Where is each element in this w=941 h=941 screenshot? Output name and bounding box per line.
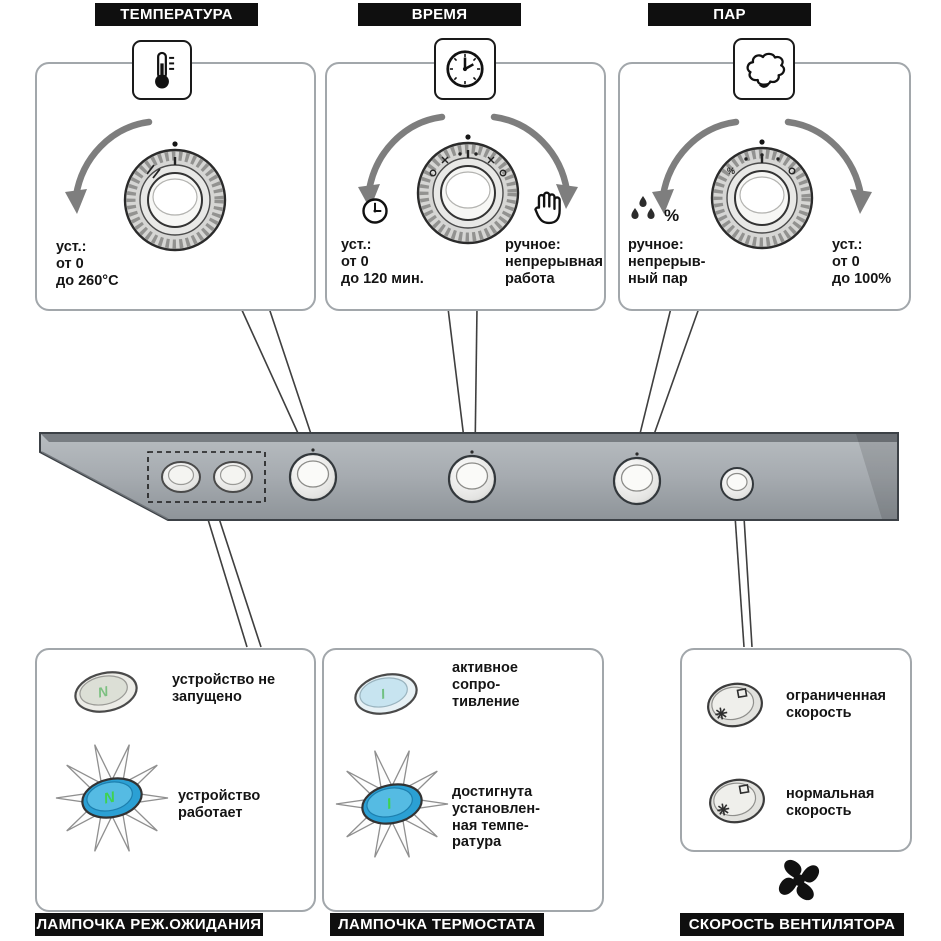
drops-percent-label: % bbox=[664, 206, 679, 225]
dial-index-mark bbox=[465, 134, 471, 140]
limited-speed-button[interactable] bbox=[698, 676, 772, 734]
standby-off-label: устройство не запущено bbox=[172, 672, 276, 705]
steam-manual-note: ручное: непрерыв- ный пар bbox=[628, 237, 706, 287]
time-knob[interactable] bbox=[447, 450, 497, 504]
time-dial-program-marks bbox=[429, 152, 507, 177]
normal-speed-button[interactable] bbox=[700, 772, 774, 830]
limited-speed-label: ограниченная скорость bbox=[786, 688, 887, 721]
thermostat-indicator-light bbox=[213, 461, 253, 493]
fan-speed-button[interactable] bbox=[720, 467, 754, 501]
svg-text:I: I bbox=[385, 795, 393, 813]
indicator-lights-outline bbox=[147, 451, 266, 503]
hand-icon bbox=[534, 191, 561, 225]
rotate-right-arrow bbox=[784, 118, 865, 200]
thermostat-lamp-header: ЛАМПОЧКА ТЕРМОСТАТА bbox=[330, 913, 544, 936]
normal-speed-label: нормальная скорость bbox=[786, 786, 875, 819]
standby-indicator-light bbox=[161, 461, 201, 493]
standby-lamp-off: N bbox=[74, 671, 138, 713]
svg-text:%: % bbox=[727, 166, 735, 176]
thermostat-reached-label: достигнута установлен- ная темпе- ратура bbox=[452, 784, 540, 851]
thermometer-iconbox bbox=[132, 40, 192, 100]
fan-speed-header: СКОРОСТЬ ВЕНТИЛЯТОРА bbox=[680, 913, 904, 936]
rotate-left-arrow bbox=[72, 118, 153, 200]
temperature-knob[interactable] bbox=[288, 448, 338, 502]
time-dial-figure bbox=[358, 113, 578, 245]
snowflake-glyph bbox=[717, 803, 730, 816]
time-dial[interactable] bbox=[416, 141, 520, 245]
square-glyph bbox=[738, 784, 750, 795]
steam-iconbox bbox=[733, 38, 795, 100]
rotate-right-arrow bbox=[490, 113, 571, 195]
steam-dial[interactable]: % bbox=[710, 146, 814, 250]
dial-index-mark bbox=[172, 141, 178, 147]
temperature-header: ТЕМПЕРАТУРА bbox=[95, 3, 258, 26]
steam-knob[interactable] bbox=[612, 452, 662, 506]
standby-lamp-header: ЛАМПОЧКА РЕЖ.ОЖИДАНИЯ bbox=[35, 913, 263, 936]
svg-text:N: N bbox=[102, 788, 117, 807]
svg-text:I: I bbox=[379, 685, 387, 702]
steam-header: ПАР bbox=[648, 3, 811, 26]
thermometer-icon bbox=[155, 51, 175, 89]
standby-on-label: устройство работает bbox=[178, 788, 261, 821]
snowflake-glyph bbox=[715, 707, 728, 720]
strip-top-edge bbox=[41, 434, 897, 442]
temperature-dial[interactable] bbox=[123, 148, 227, 252]
square-glyph bbox=[736, 688, 748, 699]
steam-dial-figure: % bbox=[652, 118, 872, 250]
temperature-set-note: уст.: от 0 до 260°C bbox=[56, 239, 119, 289]
standby-lamp-on: N bbox=[55, 744, 169, 852]
time-set-note: уст.: от 0 до 120 мин. bbox=[341, 237, 424, 287]
rotate-left-arrow bbox=[365, 113, 446, 195]
thermostat-lamp-reached: I bbox=[335, 750, 449, 858]
steam-set-note: уст.: от 0 до 100% bbox=[832, 237, 892, 287]
thermostat-lamp-active: I bbox=[354, 673, 418, 715]
svg-text:N: N bbox=[96, 683, 110, 701]
thermostat-active-label: активное сопро- тивление bbox=[452, 660, 520, 710]
temperature-dial-figure bbox=[65, 118, 227, 252]
dial-index-mark bbox=[759, 139, 765, 145]
connector-lines bbox=[202, 307, 753, 648]
steam-puff-icon bbox=[746, 52, 786, 88]
time-manual-note: ручное: непрерывная работа bbox=[505, 237, 603, 287]
time-header: ВРЕМЯ bbox=[358, 3, 521, 26]
clock-small-icon bbox=[362, 198, 388, 224]
drops-percent-icon: % bbox=[631, 196, 679, 225]
rotate-left-arrow bbox=[659, 118, 740, 200]
clock-iconbox bbox=[434, 38, 496, 100]
clock-icon bbox=[446, 50, 484, 88]
steam-drops bbox=[631, 196, 655, 219]
fan-icon bbox=[778, 859, 820, 901]
